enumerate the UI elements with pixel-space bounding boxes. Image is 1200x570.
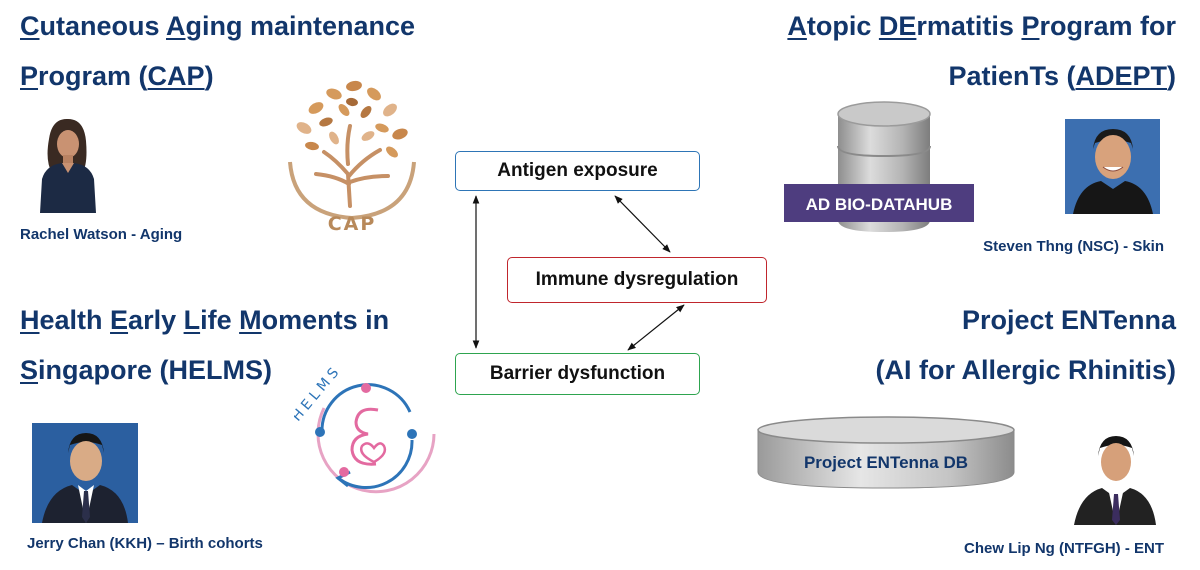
rachel-watson-photo — [32, 113, 102, 213]
steven-thng-photo — [1065, 119, 1160, 214]
title-run: PatienTs ( — [948, 61, 1076, 91]
title-run: rmatitis — [916, 11, 1022, 41]
ad-bio-datahub-label: AD BIO-DATAHUB — [806, 195, 953, 214]
arrow-immune-barrier — [627, 304, 685, 351]
title-run: S — [20, 355, 39, 385]
title-run: ife — [200, 305, 240, 335]
title-run: utaneous — [39, 11, 167, 41]
title-run: C — [20, 11, 40, 41]
antigen-exposure-box: Antigen exposure — [455, 151, 700, 191]
jerry-chan-photo — [32, 423, 138, 523]
adept-title-line2: PatienTs (ADEPT) — [948, 61, 1176, 91]
title-run: P — [20, 61, 39, 91]
title-run: ingapore (HELMS) — [38, 355, 273, 385]
helms-title-line1: Health Early Life Moments in — [20, 305, 389, 335]
cap-title-line2: Program (CAP) — [20, 61, 214, 91]
title-run: arly — [128, 305, 184, 335]
helms-logo-text: HELMS — [294, 362, 345, 424]
title-run: M — [239, 305, 262, 335]
title-run: L — [183, 305, 201, 335]
title-run: ealth — [39, 305, 111, 335]
ad-bio-datahub-database: AD BIO-DATAHUB — [784, 98, 984, 236]
cap-logo: CAP — [276, 64, 428, 236]
title-run: ging maintenance — [185, 11, 416, 41]
entenna-title-line1: Project ENTenna — [962, 305, 1176, 335]
title-run: H — [20, 305, 40, 335]
steven-thng-caption: Steven Thng (NSC) - Skin — [983, 238, 1164, 255]
title-run: DE — [878, 11, 917, 41]
title-run: P — [1021, 11, 1040, 41]
jerry-chan-caption: Jerry Chan (KKH) – Birth cohorts — [27, 535, 263, 552]
title-run: ADEPT — [1075, 61, 1167, 91]
adept-title-line1: Atopic DErmatitis Program for — [787, 11, 1176, 41]
title-run: topic — [806, 11, 879, 41]
entenna-database: Project ENTenna DB — [750, 410, 1022, 494]
chew-lip-ng-photo — [1072, 430, 1158, 525]
entenna-title-line2: (AI for Allergic Rhinitis) — [875, 355, 1176, 385]
title-run: rogram ( — [38, 61, 148, 91]
immune-dysregulation-box: Immune dysregulation — [507, 257, 767, 303]
title-run: A — [787, 11, 807, 41]
entenna-db-label: Project ENTenna DB — [804, 453, 968, 472]
cap-logo-text: CAP — [328, 213, 377, 235]
title-run: (AI for Allergic Rhinitis) — [875, 355, 1176, 385]
title-run: oments in — [261, 305, 390, 335]
ad-bio-datahub-label-bg — [784, 184, 974, 222]
chew-lip-ng-caption: Chew Lip Ng (NTFGH) - ENT — [964, 540, 1164, 557]
barrier-dysfunction-box: Barrier dysfunction — [455, 353, 700, 395]
helms-logo: HELMS — [289, 360, 440, 510]
title-run: E — [110, 305, 129, 335]
cap-title-line1: Cutaneous Aging maintenance — [20, 11, 415, 41]
title-run: Project ENTenna — [961, 305, 1176, 335]
arrow-antigen-immune — [614, 195, 671, 253]
title-run: A — [166, 11, 186, 41]
title-run: ) — [1167, 61, 1176, 91]
title-run: CAP — [147, 61, 205, 91]
helms-title-line2: Singapore (HELMS) — [20, 355, 272, 385]
rachel-watson-caption: Rachel Watson - Aging — [20, 226, 183, 243]
title-run: rogram for — [1039, 11, 1176, 41]
cap-leaves — [296, 80, 408, 158]
title-run: ) — [204, 61, 214, 91]
